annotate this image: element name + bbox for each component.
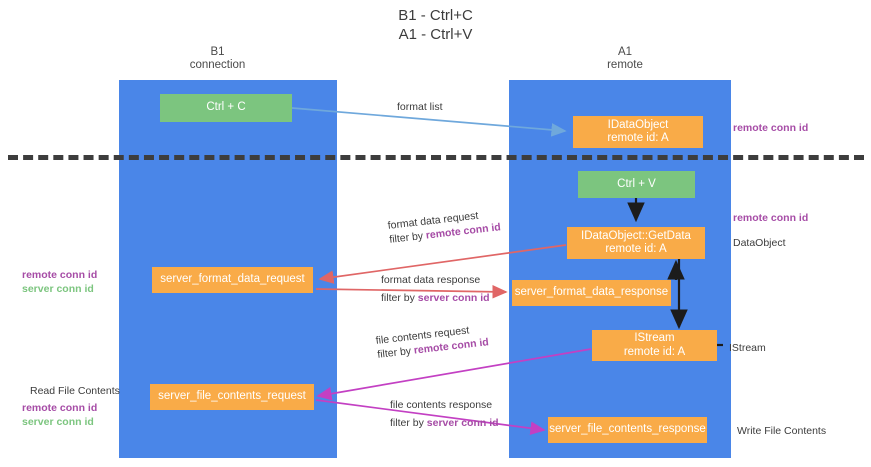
annotation-istream: IStream [729, 342, 766, 354]
annotation-read-file-contents: Read File Contents [30, 385, 120, 397]
box-istream-remote-id: remote id: A [623, 345, 686, 358]
filter-key-server-conn-id: server conn id [426, 417, 499, 429]
box-server-file-contents-request-label: server_file_contents_request [158, 390, 306, 403]
annotation-remote-conn-id-mid: remote conn id [733, 212, 809, 224]
page-title: B1 - Ctrl+C A1 - Ctrl+V [0, 6, 871, 44]
column-header-a1-role: remote [607, 59, 643, 71]
annotation-remote-conn-id-b: remote conn id [22, 402, 98, 414]
box-server-format-data-response[interactable]: server_format_data_response [512, 280, 671, 306]
filter-prefix: filter by [390, 417, 427, 429]
box-istream-label: IStream [634, 332, 675, 344]
box-idataobject-remote-id: remote id: A [607, 132, 669, 144]
box-idataobject[interactable]: IDataObject remote id: A [573, 116, 703, 148]
box-server-file-contents-request[interactable]: server_file_contents_request [150, 384, 314, 410]
edge-label-format-data-response-filter: filter by server conn id [381, 291, 490, 305]
box-idataobject-getdata[interactable]: IDataObject::GetData remote id: A [567, 227, 705, 259]
filter-prefix: filter by [381, 292, 418, 304]
column-header-a1-name: A1 [617, 46, 633, 58]
box-server-format-data-request[interactable]: server_format_data_request [152, 267, 313, 293]
edge-label-file-contents-response-text: file contents response [390, 399, 493, 411]
box-istream[interactable]: IStream remote id: A [592, 330, 717, 361]
annotation-write-file-contents: Write File Contents [737, 425, 827, 437]
phase-divider [8, 155, 864, 160]
box-server-format-data-response-label: server_format_data_response [514, 286, 669, 299]
title-line-1: B1 - Ctrl+C [398, 7, 473, 24]
column-header-b1: B1 connection [140, 46, 295, 72]
box-server-file-contents-response[interactable]: server_file_contents_response [548, 417, 707, 443]
filter-key-server-conn-id: server conn id [417, 292, 490, 304]
annotation-conn-ids-format: remote conn id server conn id [22, 268, 97, 296]
column-header-b1-name: B1 [210, 46, 225, 58]
edge-label-format-data-response: format data response filter by server co… [381, 273, 490, 305]
column-header-b1-role: connection [189, 59, 246, 71]
box-server-file-contents-response-label: server_file_contents_response [549, 423, 706, 436]
annotation-server-conn-id-b: server conn id [22, 416, 94, 428]
annotation-conn-ids-file: remote conn id server conn id [22, 401, 97, 429]
edge-label-format-list: format list [397, 100, 443, 114]
box-ctrl-v-label: Ctrl + V [617, 177, 656, 190]
box-ctrl-c-label: Ctrl + C [206, 101, 246, 114]
column-header-a1: A1 remote [545, 46, 705, 72]
box-ctrl-c[interactable]: Ctrl + C [160, 94, 292, 122]
title-line-2: A1 - Ctrl+V [398, 26, 473, 43]
annotation-server-conn-id-a: server conn id [22, 283, 94, 295]
edge-label-format-data-response-text: format data response [381, 274, 481, 286]
edge-label-format-list-text: format list [397, 101, 443, 113]
annotation-dataobject: DataObject [733, 237, 786, 249]
edge-label-file-contents-response: file contents response filter by server … [390, 398, 499, 430]
box-idataobject-label: IDataObject [607, 118, 669, 131]
annotation-remote-conn-id-top: remote conn id [733, 122, 809, 134]
edge-label-file-contents-response-filter: filter by server conn id [390, 416, 499, 430]
box-server-format-data-request-label: server_format_data_request [160, 273, 305, 286]
box-getdata-remote-id: remote id: A [605, 243, 667, 255]
annotation-remote-conn-id-a: remote conn id [22, 269, 98, 281]
box-ctrl-v[interactable]: Ctrl + V [578, 171, 695, 198]
box-getdata-label: IDataObject::GetData [581, 229, 691, 242]
